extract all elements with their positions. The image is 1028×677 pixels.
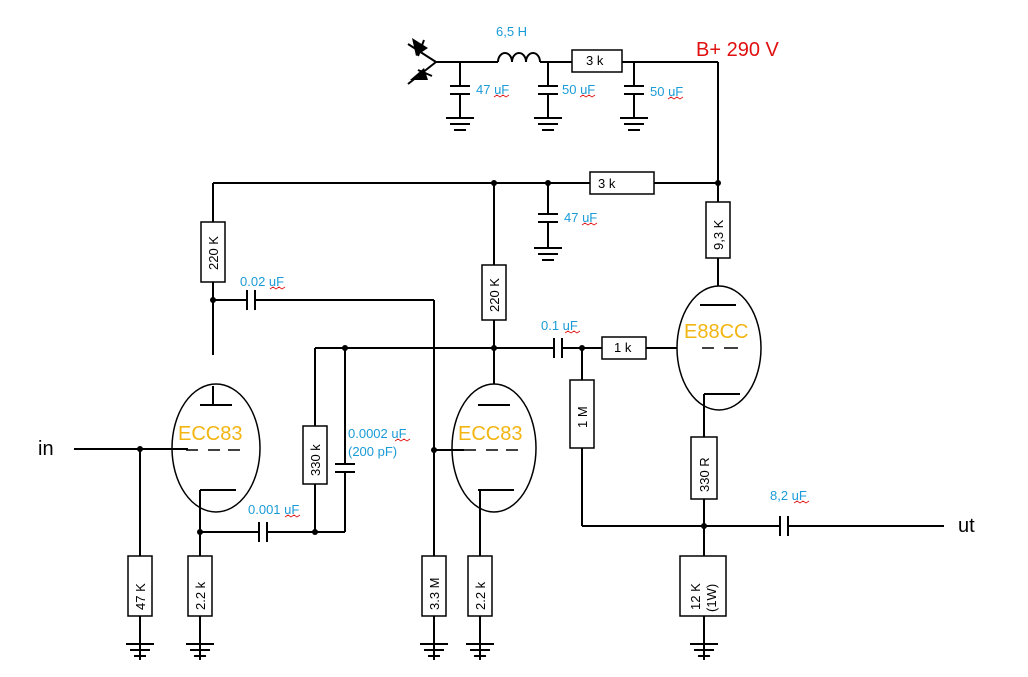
stage2-plate-resistor-label: 220 K: [487, 278, 502, 312]
junction-dot: [491, 345, 497, 351]
stage3-plate-resistor-label: 9,3 K: [711, 219, 726, 250]
stage3-tube-label: E88CC: [684, 321, 748, 343]
choke-label: 6,5 H: [496, 24, 527, 39]
filter-cap-2: [534, 62, 562, 131]
stage3-cathode-resistor: [690, 436, 718, 500]
junction-dot: [701, 523, 707, 529]
stage1-plate-resistor: [200, 221, 226, 283]
decouple-cap: [534, 183, 562, 261]
bplus-label: B+ 290 V: [696, 39, 780, 61]
load-resistor-label: 12 K: [688, 583, 703, 610]
stage1-tube-label: ECC83: [178, 423, 242, 445]
stage3-cathode-resistor-label: 330 R: [697, 457, 712, 492]
stage1-grid-resistor: [127, 555, 153, 617]
stage2-tube: [451, 383, 537, 513]
stage1-grid-resistor-label: 47 K: [133, 583, 148, 610]
stage2-cathode-resistor-label: 2.2 k: [473, 581, 488, 610]
ground-icon: [466, 616, 494, 660]
output-label: ut: [958, 515, 975, 537]
stage1-coupling-cap-label: 0.02 uF: [240, 274, 284, 289]
stage1-cathode-resistor: [187, 555, 213, 617]
input-label: in: [38, 438, 54, 460]
choke-inductor: [497, 52, 541, 63]
grid-stopper-label: 1 k: [614, 340, 632, 355]
filter-cap-2-label: 50 uF: [562, 82, 595, 97]
stage2-grid-resistor: [421, 555, 447, 617]
stage2-coupling-cap-label: 0.1 uF: [541, 318, 578, 333]
load-rating-label: (1W): [704, 584, 719, 612]
load-resistor: [679, 555, 727, 617]
rectifier-diodes: [407, 38, 437, 85]
stage2-plate-resistor: [481, 264, 507, 321]
feedback-resistor: [302, 425, 328, 485]
feedback-resistor-label: 330 k: [308, 444, 323, 476]
feedback-cap2-label: 0.001 uF: [248, 502, 299, 517]
stage3-tube: [676, 285, 762, 411]
filter-cap-1-label: 47 uF: [476, 82, 509, 97]
stage1-cathode-resistor-label: 2.2 k: [193, 581, 208, 610]
stage2-cathode-resistor: [467, 555, 493, 617]
dropper-resistor-label: 3 k: [598, 176, 616, 191]
stage1-plate-resistor-label: 220 K: [206, 236, 221, 270]
ground-icon: [420, 616, 448, 660]
feedback-cap-alt-label: (200 pF): [348, 444, 397, 459]
decouple-cap-label: 47 uF: [564, 210, 597, 225]
ground-icon: [186, 616, 214, 660]
stage3-plate-resistor: [705, 201, 731, 259]
stage2-tube-label: ECC83: [458, 423, 522, 445]
stage2-grid-resistor-label: 3.3 M: [427, 577, 442, 610]
filter-cap-3: [620, 62, 648, 131]
stage3-grid-resistor: [569, 379, 595, 449]
spellcheck-underlines: [269, 94, 810, 518]
supply-resistor-label: 3 k: [586, 53, 604, 68]
ground-icon: [690, 616, 718, 660]
output-cap-label: 8,2 uF: [770, 488, 807, 503]
ground-icon: [126, 616, 154, 660]
feedback-cap-label: 0.0002 uF: [348, 426, 407, 441]
filter-cap-3-label: 50 uF: [650, 84, 683, 99]
filter-cap-1: [446, 62, 474, 131]
stage3-grid-resistor-label: 1 M: [575, 406, 590, 428]
